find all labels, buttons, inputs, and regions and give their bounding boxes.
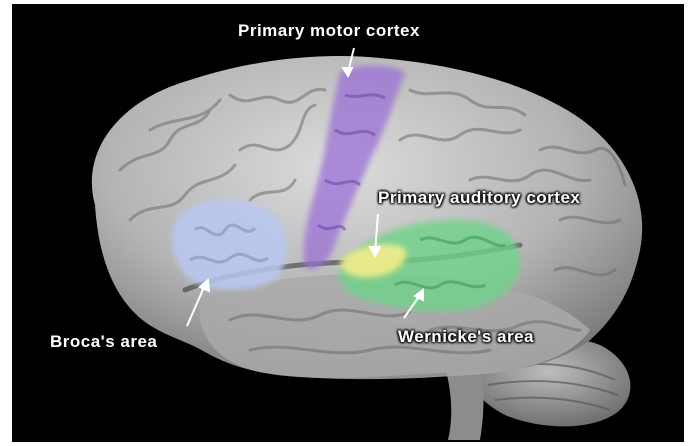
broca-area-label: Broca's area <box>50 333 157 350</box>
primary-auditory-cortex-label: Primary auditory cortex <box>378 189 580 206</box>
wernicke-area-label: Wernicke's area <box>398 328 534 345</box>
primary-motor-cortex-label: Primary motor cortex <box>238 22 420 39</box>
broca-region <box>172 200 287 290</box>
